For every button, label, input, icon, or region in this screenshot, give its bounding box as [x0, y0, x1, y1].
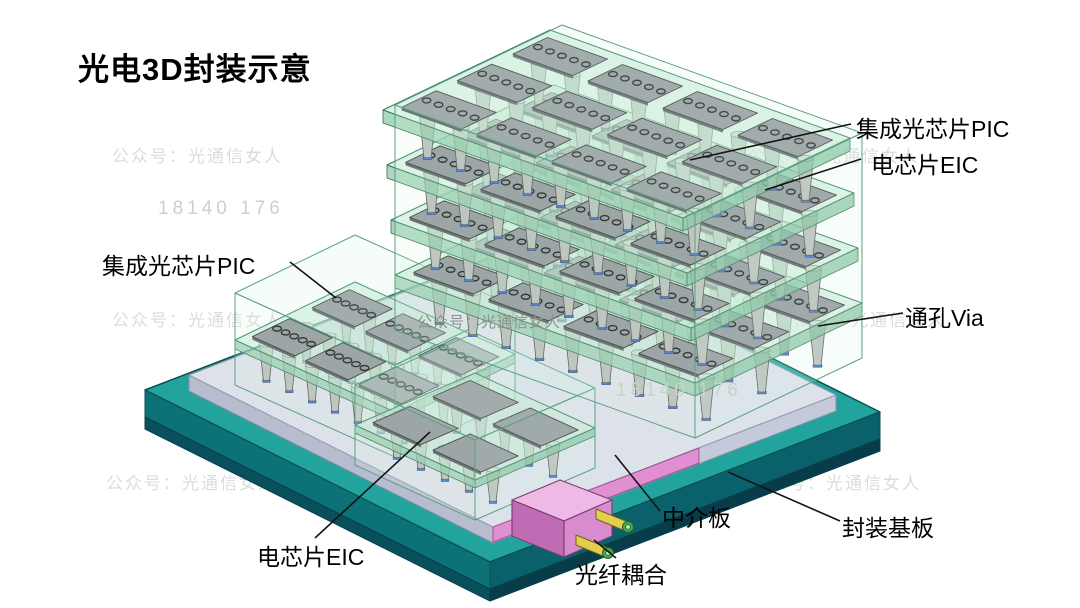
label-eic-top: 电芯片EIC	[871, 152, 979, 178]
watermark-text: 公众号：光通信女人	[112, 311, 283, 330]
label-fiber-coupling: 光纤耦合	[575, 562, 667, 588]
label-pic-left: 集成光芯片PIC	[102, 253, 256, 279]
page-title: 光电3D封装示意	[78, 52, 312, 87]
label-via: 通孔Via	[905, 305, 984, 331]
label-eic-bottom: 电芯片EIC	[257, 544, 365, 570]
watermark-text: 公众号：光通信女人	[112, 147, 283, 166]
watermark-number: 18140 176	[158, 198, 284, 219]
label-substrate: 封装基板	[842, 515, 934, 541]
watermark-text: 公众号：光通信女人	[417, 314, 562, 331]
fiber-coupler	[511, 479, 634, 559]
eic-stack-front	[354, 332, 596, 521]
label-interposer: 中介板	[662, 505, 731, 531]
main-3d-stack	[382, 24, 863, 439]
label-pic-top: 集成光芯片PIC	[856, 116, 1010, 142]
watermark-text: 公众号：光通信女人	[106, 474, 277, 493]
watermark-number: 18140 176	[616, 380, 742, 401]
leader-lines	[289, 123, 904, 559]
